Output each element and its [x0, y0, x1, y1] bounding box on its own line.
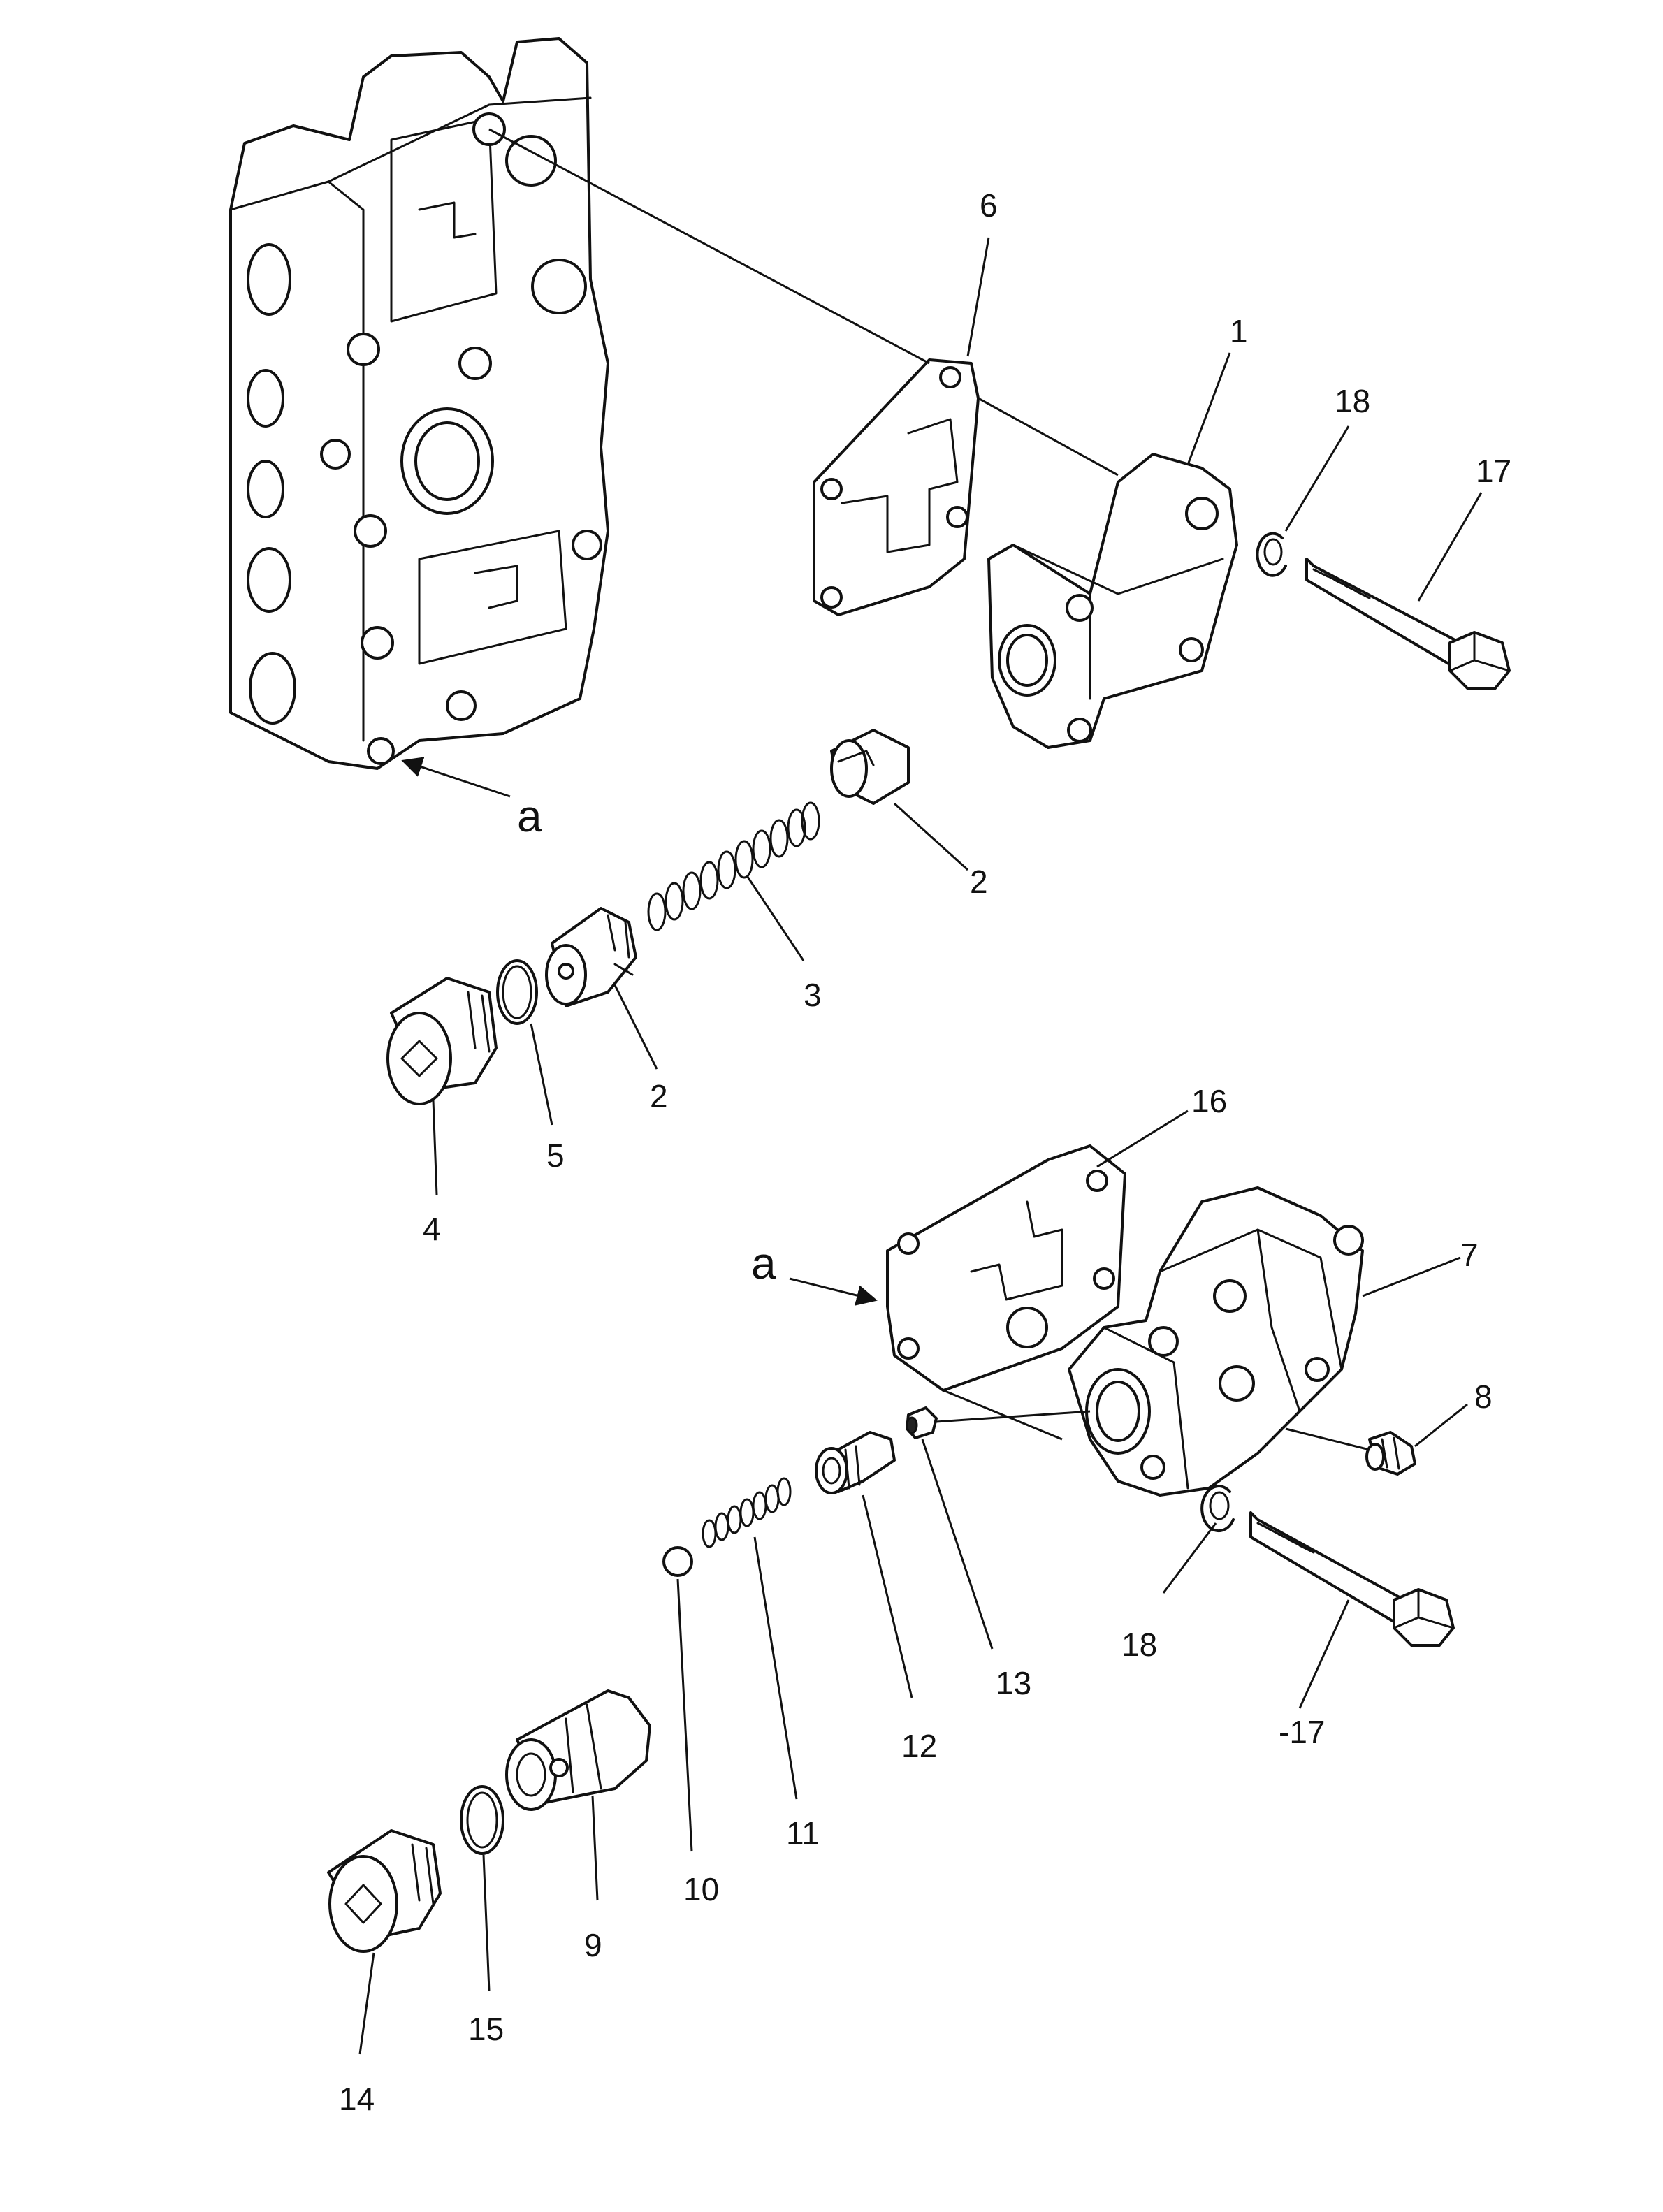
- callout-17-lower: -17: [1279, 1714, 1325, 1750]
- callout-8: 8: [1474, 1378, 1493, 1415]
- plug-part-4: [386, 977, 498, 1105]
- callout-7: 7: [1460, 1237, 1479, 1273]
- ball-part-10: [662, 1546, 693, 1577]
- assembly-center-lines: [488, 128, 1370, 1451]
- plug-part-8: [1365, 1431, 1416, 1476]
- o-ring-part-5: [496, 959, 538, 1025]
- callout-3: 3: [804, 977, 822, 1013]
- callout-6: 6: [980, 187, 998, 224]
- callout-14: 14: [339, 2081, 375, 2117]
- bolt-part-17-lower: [1249, 1511, 1455, 1647]
- snap-ring-part-18-upper: [1256, 532, 1287, 577]
- callout-1: 1: [1230, 313, 1248, 349]
- bolt-part-17-upper: [1305, 558, 1511, 690]
- cover-part-1: [987, 453, 1238, 749]
- housing-part-7: [1068, 1186, 1364, 1497]
- callout-18-upper: 18: [1335, 383, 1370, 419]
- plug-part-14: [327, 1829, 442, 1953]
- gasket-part-16: [886, 1144, 1126, 1392]
- callout-4: 4: [423, 1211, 441, 1247]
- poppet-part-12: [815, 1431, 896, 1494]
- callout-17-upper: 17: [1476, 453, 1511, 489]
- callouts: 6 1 18 17 2 3 2 5 4 16 7 8 13: [339, 187, 1511, 2117]
- callout-13: 13: [996, 1665, 1031, 1701]
- view-marker-lower: a: [751, 1238, 878, 1306]
- view-marker-lower-label: a: [751, 1238, 776, 1288]
- valve-body-casting: [229, 37, 609, 770]
- snap-ring-part-18-lower: [1200, 1485, 1235, 1533]
- callout-11: 11: [786, 1815, 820, 1851]
- view-marker-upper-label: a: [517, 791, 542, 841]
- callout-9: 9: [584, 1927, 602, 1963]
- callout-2-upper: 2: [970, 864, 988, 900]
- callout-12: 12: [901, 1728, 937, 1764]
- callout-18-lower: 18: [1121, 1627, 1157, 1663]
- callout-10: 10: [683, 1871, 719, 1907]
- o-ring-part-15: [460, 1785, 504, 1855]
- callout-5: 5: [546, 1137, 565, 1174]
- callout-16: 16: [1191, 1083, 1227, 1119]
- sleeve-part-2-upper: [830, 729, 910, 805]
- callout-15: 15: [468, 2011, 504, 2047]
- spring-part-3: [647, 801, 820, 931]
- view-marker-upper: a: [401, 757, 542, 841]
- gasket-part-6: [813, 358, 980, 616]
- sleeve-part-9: [505, 1689, 651, 1811]
- callout-2-middle: 2: [650, 1078, 668, 1114]
- seat-part-13: [906, 1406, 938, 1439]
- sleeve-part-2-middle: [545, 907, 637, 1007]
- spring-part-11: [702, 1477, 792, 1548]
